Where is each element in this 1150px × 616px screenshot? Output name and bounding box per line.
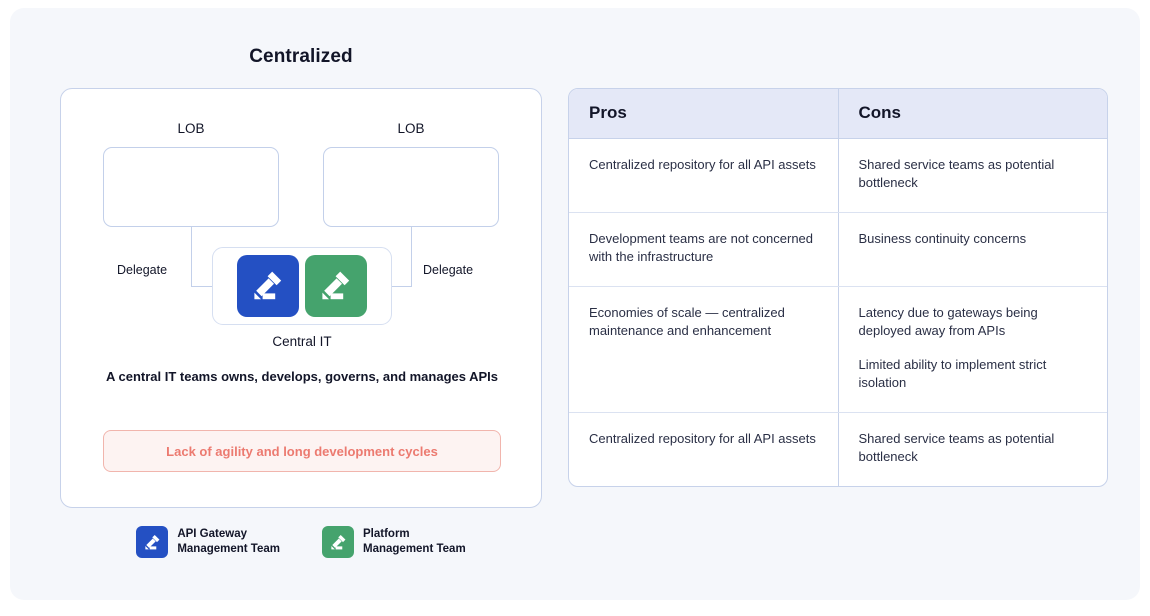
connector-right-vertical (411, 227, 412, 287)
lob-right-box (323, 147, 499, 227)
content-panel: Centralized LOB LOB Delegate Delegate (10, 8, 1140, 600)
cons-cell: Latency due to gateways being deployed a… (838, 286, 1107, 413)
alert-text: Lack of agility and long development cyc… (166, 443, 438, 459)
table-header-row: Pros Cons (569, 89, 1107, 139)
diagram-card: LOB LOB Delegate Delegate (60, 88, 542, 508)
legend-item-label: Platform Management Team (363, 528, 466, 555)
cell-paragraph: Latency due to gateways being deployed a… (858, 304, 1038, 339)
lob-left-box (103, 147, 279, 227)
cons-cell: Business continuity concerns (838, 212, 1107, 287)
gavel-icon (248, 266, 288, 306)
column-header-cons: Cons (838, 89, 1107, 139)
gavel-icon (136, 526, 169, 558)
table-row: Centralized repository for all API asset… (569, 412, 1107, 486)
gavel-icon (316, 266, 356, 306)
legend-item: API Gateway Management Team (136, 526, 280, 558)
connector-left-vertical (191, 227, 192, 287)
pros-cons-table: Pros Cons Centralized repository for all… (569, 89, 1107, 486)
api-gateway-team-tile (237, 255, 299, 317)
table-row: Centralized repository for all API asset… (569, 138, 1107, 213)
alert-callout: Lack of agility and long development cyc… (103, 430, 501, 472)
cell-paragraph: Centralized repository for all API asset… (589, 157, 816, 172)
cell-paragraph: Limited ability to implement strict isol… (858, 356, 1047, 391)
cell-paragraph: Development teams are not concerned with… (589, 230, 814, 265)
lob-left-label: LOB (177, 121, 205, 136)
column-header-pros: Pros (569, 89, 839, 139)
pros-cell: Economies of scale — centralized mainten… (569, 286, 839, 413)
cell-paragraph: Shared service teams as potential bottle… (858, 430, 1055, 465)
legend-item-label: API Gateway Management Team (177, 528, 280, 555)
pros-cell: Development teams are not concerned with… (569, 212, 839, 287)
delegate-left-label: Delegate (117, 263, 168, 277)
connector-left-horizontal (191, 286, 213, 287)
table-row: Development teams are not concerned with… (569, 212, 1107, 287)
lob-right-label: LOB (397, 121, 425, 136)
connector-right-horizontal (391, 286, 412, 287)
page-title: Centralized (249, 46, 353, 67)
legend-item: Platform Management Team (322, 526, 466, 558)
cell-paragraph: Centralized repository for all API asset… (589, 430, 816, 446)
cons-cell: Shared service teams as potential bottle… (838, 138, 1107, 213)
pros-cell: Centralized repository for all API asset… (569, 138, 839, 213)
cons-cell: Shared service teams as potential bottle… (838, 412, 1107, 485)
pros-cell: Centralized repository for all API asset… (569, 412, 839, 486)
cell-paragraph: Economies of scale — centralized mainten… (589, 304, 785, 339)
delegate-right-label: Delegate (423, 263, 474, 277)
legend: API Gateway Management Team Platform Man… (60, 526, 542, 558)
central-it-caption: A central IT teams owns, develops, gover… (105, 369, 499, 384)
pros-cons-table-card: Pros Cons Centralized repository for all… (568, 88, 1108, 487)
central-it-card (212, 247, 392, 325)
gavel-icon (322, 526, 354, 558)
cell-paragraph: Business continuity concerns (858, 230, 1027, 246)
central-it-label: Central IT (272, 334, 332, 349)
table-row: Economies of scale — centralized mainten… (569, 286, 1107, 413)
platform-team-tile (305, 255, 367, 317)
cell-paragraph: Shared service teams as potential bottle… (858, 157, 1055, 191)
